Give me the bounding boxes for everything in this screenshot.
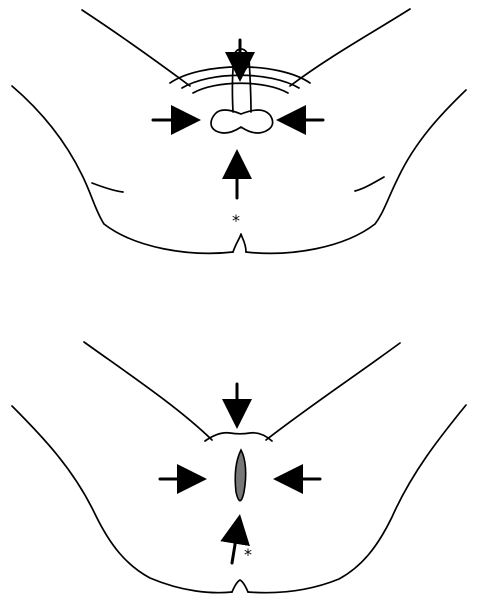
arrow-up-icon (232, 520, 239, 563)
bottom-right-outer-contour (248, 405, 466, 593)
bottom-right-inner-contour (266, 343, 400, 440)
bottom-left-inner-contour (84, 342, 212, 440)
top-right-crease (355, 177, 384, 191)
asterisk-icon: * (232, 211, 240, 230)
top-left-outer-contour (12, 86, 233, 253)
top-panel: * (12, 9, 466, 253)
top-left-crease (92, 183, 123, 192)
vaginal-slit (235, 450, 245, 501)
top-left-inner-contour (82, 10, 190, 86)
bottom-panel: * (12, 342, 466, 593)
top-right-inner-contour (290, 9, 410, 86)
penis-shaft-right (249, 58, 251, 112)
top-arc-inner (193, 83, 288, 93)
top-right-outer-contour (246, 90, 466, 253)
scrotum-outline (211, 110, 273, 133)
top-gluteal-cleft (233, 234, 246, 252)
pubic-notch (205, 433, 272, 441)
bottom-gluteal-cleft (232, 580, 248, 592)
bottom-left-outer-contour (12, 406, 232, 593)
asterisk-icon: * (244, 545, 252, 564)
